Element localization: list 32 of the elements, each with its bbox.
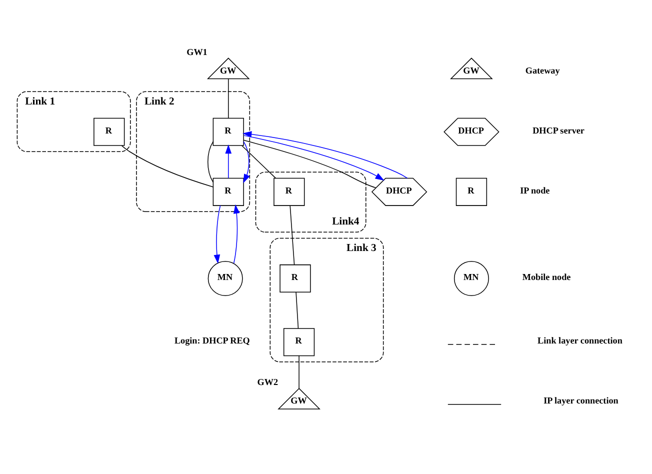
node-circle: MN: [454, 260, 489, 296]
label: Login: DHCP REQ: [174, 336, 250, 346]
connector: [243, 140, 376, 188]
arrow: [242, 131, 408, 179]
connector: [242, 145, 276, 179]
node-box: R: [212, 118, 244, 146]
connector: [228, 78, 229, 118]
connector: [296, 292, 299, 329]
node-box: R: [274, 178, 305, 206]
node-box: R: [456, 178, 488, 206]
node-label: GW2: [257, 377, 278, 388]
connector: [298, 355, 300, 389]
arrow: [243, 135, 384, 181]
node-box: R: [212, 178, 244, 206]
legend-label: IP layer connection: [544, 396, 618, 406]
legend-label: Link layer connection: [538, 336, 622, 346]
node-box: R: [280, 264, 311, 293]
node-box: R: [283, 328, 315, 356]
legend-label: Mobile node: [522, 272, 571, 282]
legend-label: IP node: [520, 185, 550, 196]
connector: [290, 205, 295, 266]
node-box: R: [94, 118, 125, 146]
legend-label: DHCP server: [532, 125, 584, 136]
arrow: [243, 141, 250, 184]
node-label: GW1: [186, 46, 208, 57]
arrow: [214, 205, 221, 264]
arrow: [233, 204, 240, 264]
connector: [121, 145, 214, 188]
arrow: [225, 144, 232, 179]
legend-label: Gateway: [525, 65, 560, 76]
connector: [208, 141, 214, 183]
node-circle: MN: [208, 260, 243, 296]
